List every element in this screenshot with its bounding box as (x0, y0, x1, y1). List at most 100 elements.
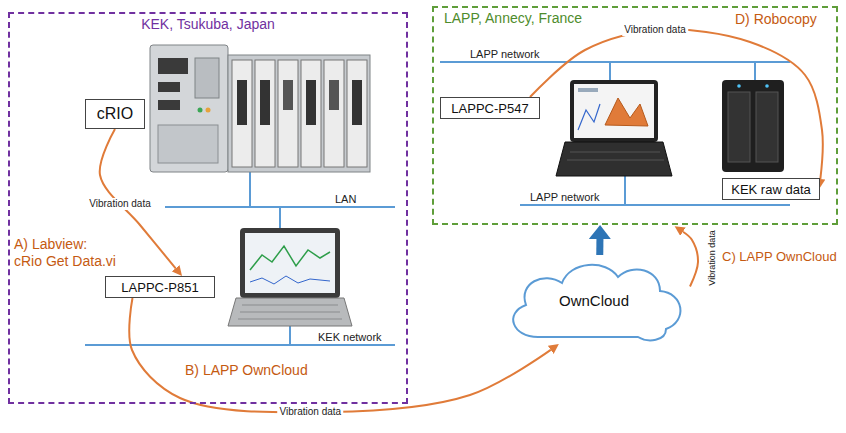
crio-device (150, 45, 370, 172)
network-drop (624, 176, 626, 205)
laptop-lid (240, 228, 340, 298)
laptop-screen (574, 84, 654, 138)
io-module (232, 60, 252, 167)
storage-box: KEK raw data (722, 178, 820, 200)
computer-box: LAPPC-P547 (440, 97, 540, 119)
edge-label: Vibration data (87, 198, 153, 210)
laptop-lapp (556, 80, 672, 176)
port (158, 100, 180, 110)
laptop-screen (245, 233, 335, 293)
lan-drop (249, 172, 251, 207)
cloud-outline (498, 255, 690, 345)
drive-bay (756, 92, 778, 162)
io-module (278, 60, 298, 167)
computer-box: LAPPC-P851 (105, 276, 215, 298)
panel (195, 58, 219, 98)
label-slot: LAN (335, 191, 356, 208)
edge-label-slot: Vibration data (706, 228, 718, 287)
step-label: B) LAPP OwnCloud (185, 362, 308, 379)
node-label: LAPPC-P547 (451, 101, 528, 116)
io-modules (232, 60, 367, 167)
lapp-network-line (440, 61, 790, 63)
connector (237, 80, 247, 125)
connector (283, 80, 293, 110)
node-label: OwnCloud (559, 292, 629, 309)
edge-label-slot: Vibration data (622, 24, 688, 36)
led (206, 108, 211, 113)
data-flow-arrow (100, 129, 176, 268)
network-drop (754, 62, 756, 80)
keyboard-row (242, 305, 338, 306)
region-title: KEK, Tsukuba, Japan (10, 14, 406, 32)
led (737, 84, 741, 88)
laptop-lid (570, 80, 658, 142)
port (158, 58, 188, 74)
edge-label-slot: Vibration data (278, 406, 344, 418)
node-label: KEK raw data (731, 182, 811, 197)
connector (306, 80, 316, 125)
connector (329, 80, 339, 110)
step-label: C) LAPP OwnCloud (722, 248, 837, 265)
label-slot: A) Labview: cRio Get Data.vi (14, 236, 116, 270)
data-flow-arrow (129, 298, 550, 412)
node-label: cRIO (97, 105, 133, 123)
drive-bay (728, 92, 750, 162)
led (198, 108, 203, 113)
lapp-network-line (520, 204, 790, 206)
port (158, 82, 180, 92)
label-slot: B) LAPP OwnCloud (185, 362, 308, 379)
node-label: LAPPC-P851 (121, 280, 198, 295)
network-drop (609, 62, 611, 80)
io-module (347, 60, 367, 167)
led (765, 84, 769, 88)
edge-label: Vibration data (278, 406, 344, 418)
label-slot: LAPP network (530, 189, 600, 206)
nas-body (722, 80, 784, 172)
cloud-outline-path (513, 265, 680, 340)
network-label: KEK network (318, 329, 382, 346)
edge-label-slot: Vibration data (87, 198, 153, 210)
chassis (228, 55, 370, 172)
label-slot: D) Robocopy (735, 11, 817, 28)
step-label: D) Robocopy (735, 11, 817, 28)
screen-figure (605, 98, 648, 126)
connector (260, 80, 270, 125)
network-label: LAPP network (530, 189, 600, 206)
io-module (301, 60, 321, 167)
edge-label: Vibration data (706, 228, 718, 287)
laptop-base (556, 142, 672, 176)
screen-plot (250, 246, 330, 270)
label-slot: LAPP network (470, 46, 540, 63)
io-module (324, 60, 344, 167)
step-label: A) Labview: cRio Get Data.vi (14, 236, 116, 270)
cloud-shape: OwnCloud (498, 255, 690, 345)
site-region: KEK, Tsukuba, Japan cRIO LAPPC-P851 (8, 12, 408, 404)
screen-plot (578, 104, 600, 130)
keyboard-row (567, 160, 664, 161)
connector (352, 80, 362, 125)
panel (158, 125, 218, 163)
screen-plot (250, 276, 330, 284)
label-slot: KEK network (318, 329, 382, 346)
nas-storage (722, 80, 784, 172)
laptop-kek (228, 228, 352, 326)
controller-body (150, 45, 228, 172)
network-label: LAPP network (470, 46, 540, 63)
device-box: cRIO (85, 99, 145, 129)
site-region: LAPP, Annecy, FranceLAPPC-P547KEK raw da… (432, 6, 838, 225)
keyboard-row (570, 152, 660, 153)
io-module (255, 60, 275, 167)
network-label: LAN (335, 191, 356, 208)
data-flow-arrow (683, 232, 698, 287)
label-slot: C) LAPP OwnCloud (722, 248, 837, 265)
screen-bar (578, 88, 598, 92)
region-title: LAPP, Annecy, France (444, 8, 836, 26)
keyboard-row (240, 312, 340, 313)
laptop-base (228, 298, 352, 326)
keyboard-row (238, 319, 342, 320)
